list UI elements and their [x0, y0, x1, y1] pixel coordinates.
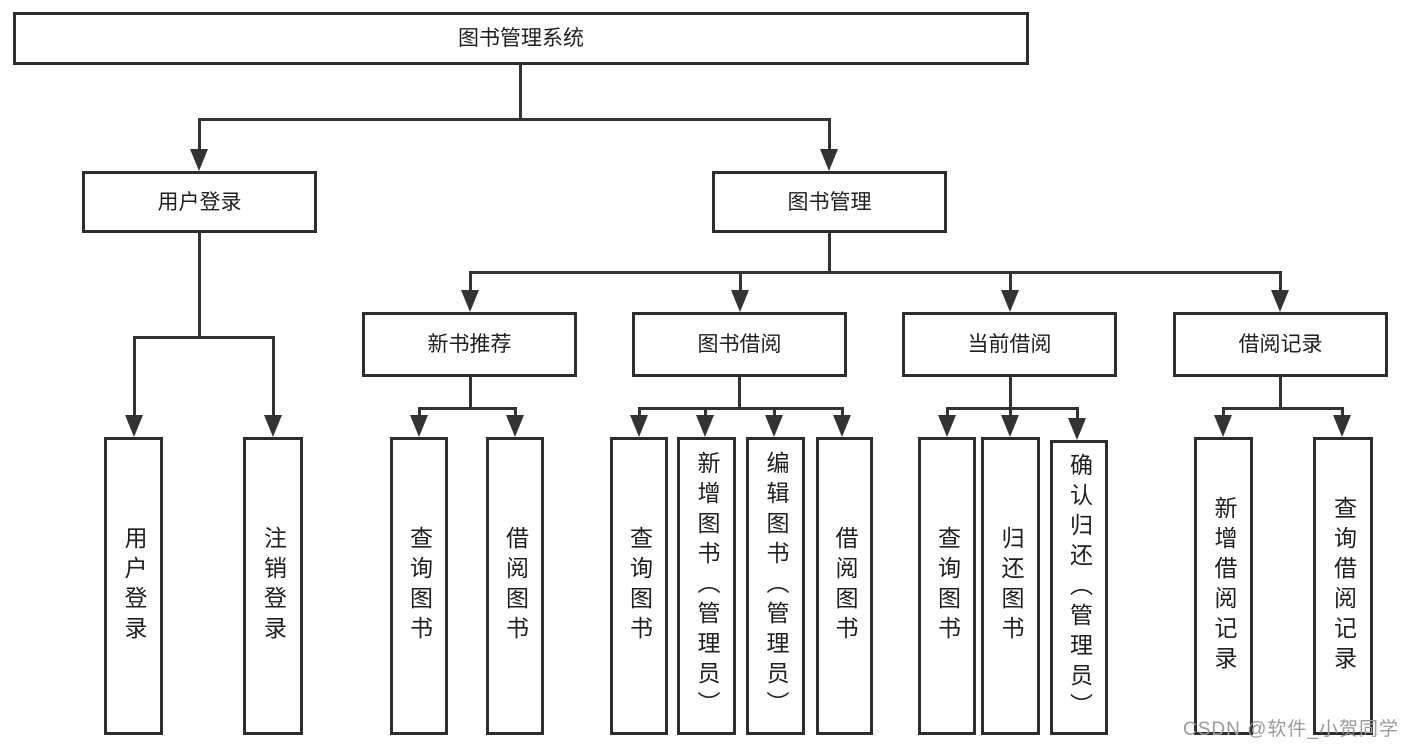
connector-arrowhead — [1333, 415, 1351, 437]
connector-arrowhead — [1001, 290, 1019, 312]
connector-line — [519, 65, 522, 121]
connector-line — [841, 407, 844, 417]
connector-line — [514, 407, 517, 417]
connector-arrowhead — [190, 149, 208, 171]
connector-line — [946, 407, 1079, 410]
connector-line — [739, 271, 742, 292]
connector-arrowhead — [938, 415, 956, 437]
connector-line — [704, 407, 707, 417]
connector-line — [418, 407, 421, 417]
connector-arrowhead — [264, 415, 282, 437]
leaf-query-books-current: 查询图书 — [918, 437, 976, 735]
connector-arrowhead — [630, 415, 648, 437]
connector-line — [946, 407, 949, 417]
connector-arrowhead — [1271, 290, 1289, 312]
connector-line — [1009, 377, 1012, 410]
node-current-borrowing: 当前借阅 — [902, 312, 1117, 377]
connector-arrowhead — [731, 290, 749, 312]
leaf-return-books: 归还图书 — [981, 437, 1040, 735]
connector-arrowhead — [696, 415, 714, 437]
connector-arrowhead — [410, 415, 428, 437]
connector-line — [418, 407, 517, 410]
node-new-book-recommend: 新书推荐 — [362, 312, 577, 377]
connector-line — [1076, 407, 1079, 420]
connector-line — [738, 377, 741, 410]
connector-arrowhead — [1068, 418, 1086, 440]
connector-arrowhead — [506, 415, 524, 437]
connector-line — [1009, 271, 1012, 292]
node-borrow-records: 借阅记录 — [1173, 312, 1388, 377]
leaf-edit-book-admin: 编辑图书（管理员） — [746, 437, 805, 735]
node-root: 图书管理系统 — [13, 12, 1029, 65]
connector-line — [469, 271, 1282, 274]
connector-line — [1009, 407, 1012, 417]
connector-line — [638, 407, 641, 417]
connector-line — [133, 336, 275, 339]
connector-arrowhead — [125, 415, 143, 437]
leaf-confirm-return-admin: 确认归还（管理员） — [1050, 440, 1108, 735]
connector-line — [469, 271, 472, 292]
leaf-add-borrow-record: 新增借阅记录 — [1194, 437, 1253, 735]
connector-line — [1341, 407, 1344, 417]
leaf-query-borrow-record: 查询借阅记录 — [1313, 437, 1373, 735]
connector-line — [1222, 407, 1344, 410]
watermark: CSDN @软件_小贺同学 — [1183, 719, 1399, 740]
connector-line — [272, 336, 275, 417]
connector-arrowhead — [820, 149, 838, 171]
connector-arrowhead — [1214, 415, 1232, 437]
connector-line — [828, 118, 831, 151]
leaf-add-book-admin: 新增图书（管理员） — [677, 437, 736, 735]
connector-line — [198, 233, 201, 339]
connector-line — [1222, 407, 1225, 417]
connector-line — [773, 407, 776, 417]
connector-arrowhead — [1001, 415, 1019, 437]
connector-line — [1279, 377, 1282, 410]
leaf-logout: 注销登录 — [243, 437, 303, 735]
connector-line — [828, 233, 831, 274]
leaf-query-books-borrowing: 查询图书 — [610, 437, 668, 735]
leaf-query-books-recommend: 查询图书 — [390, 437, 448, 735]
connector-arrowhead — [765, 415, 783, 437]
node-user-login: 用户登录 — [82, 171, 317, 233]
connector-line — [638, 407, 844, 410]
node-book-management: 图书管理 — [712, 171, 947, 233]
connector-arrowhead — [833, 415, 851, 437]
leaf-borrow-books-recommend: 借阅图书 — [486, 437, 544, 735]
connector-arrowhead — [461, 290, 479, 312]
connector-line — [198, 118, 201, 151]
connector-line — [469, 377, 472, 410]
connector-line — [198, 118, 831, 121]
leaf-borrow-books-borrowing: 借阅图书 — [816, 437, 873, 735]
connector-line — [1279, 271, 1282, 292]
node-book-borrowing: 图书借阅 — [632, 312, 847, 377]
connector-line — [133, 336, 136, 417]
leaf-user-login: 用户登录 — [104, 437, 163, 735]
